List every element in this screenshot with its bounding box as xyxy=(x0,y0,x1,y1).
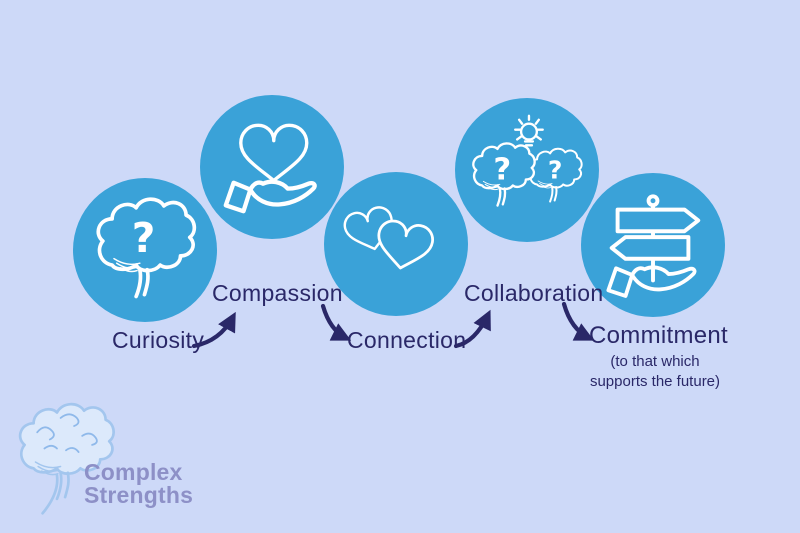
two-brains-lightbulb-icon: ? ? xyxy=(472,114,583,207)
question-mark: ? xyxy=(493,153,511,188)
circle-compassion xyxy=(200,95,344,239)
arrow-compassion-to-connection-icon xyxy=(320,303,352,341)
brain-question-icon: ? xyxy=(96,197,197,299)
two-hearts-icon xyxy=(340,203,437,275)
step-label-compassion: Compassion xyxy=(212,280,343,306)
question-mark: ? xyxy=(548,155,563,184)
circle-commitment xyxy=(581,173,725,317)
commitment-sublabel-line1: (to that which xyxy=(610,353,700,370)
brain-sketch-icon xyxy=(18,402,115,515)
commitment-sublabel: (to that which supports the future) xyxy=(565,352,745,392)
step-label-collaboration: Collaboration xyxy=(464,280,604,306)
heart-in-hand-icon xyxy=(213,123,331,226)
step-label-connection: Connection xyxy=(347,327,467,353)
question-mark: ? xyxy=(132,214,156,262)
signpost-in-hand-icon xyxy=(606,194,701,298)
arrow-collaboration-to-commitment-icon xyxy=(561,301,595,341)
brand-name-line1: Complex xyxy=(84,459,183,485)
brand-logo: Complex Strengths xyxy=(84,461,193,507)
circle-curiosity: ? xyxy=(73,178,217,322)
commitment-sublabel-line2: supports the future) xyxy=(589,373,721,390)
lightbulb-icon xyxy=(514,114,544,147)
circle-connection xyxy=(324,172,468,316)
step-label-curiosity: Curiosity xyxy=(112,327,205,353)
brand-name-line2: Strengths xyxy=(84,482,194,508)
step-label-commitment: Commitment xyxy=(589,322,729,349)
circle-collaboration: ? ? xyxy=(455,98,599,242)
